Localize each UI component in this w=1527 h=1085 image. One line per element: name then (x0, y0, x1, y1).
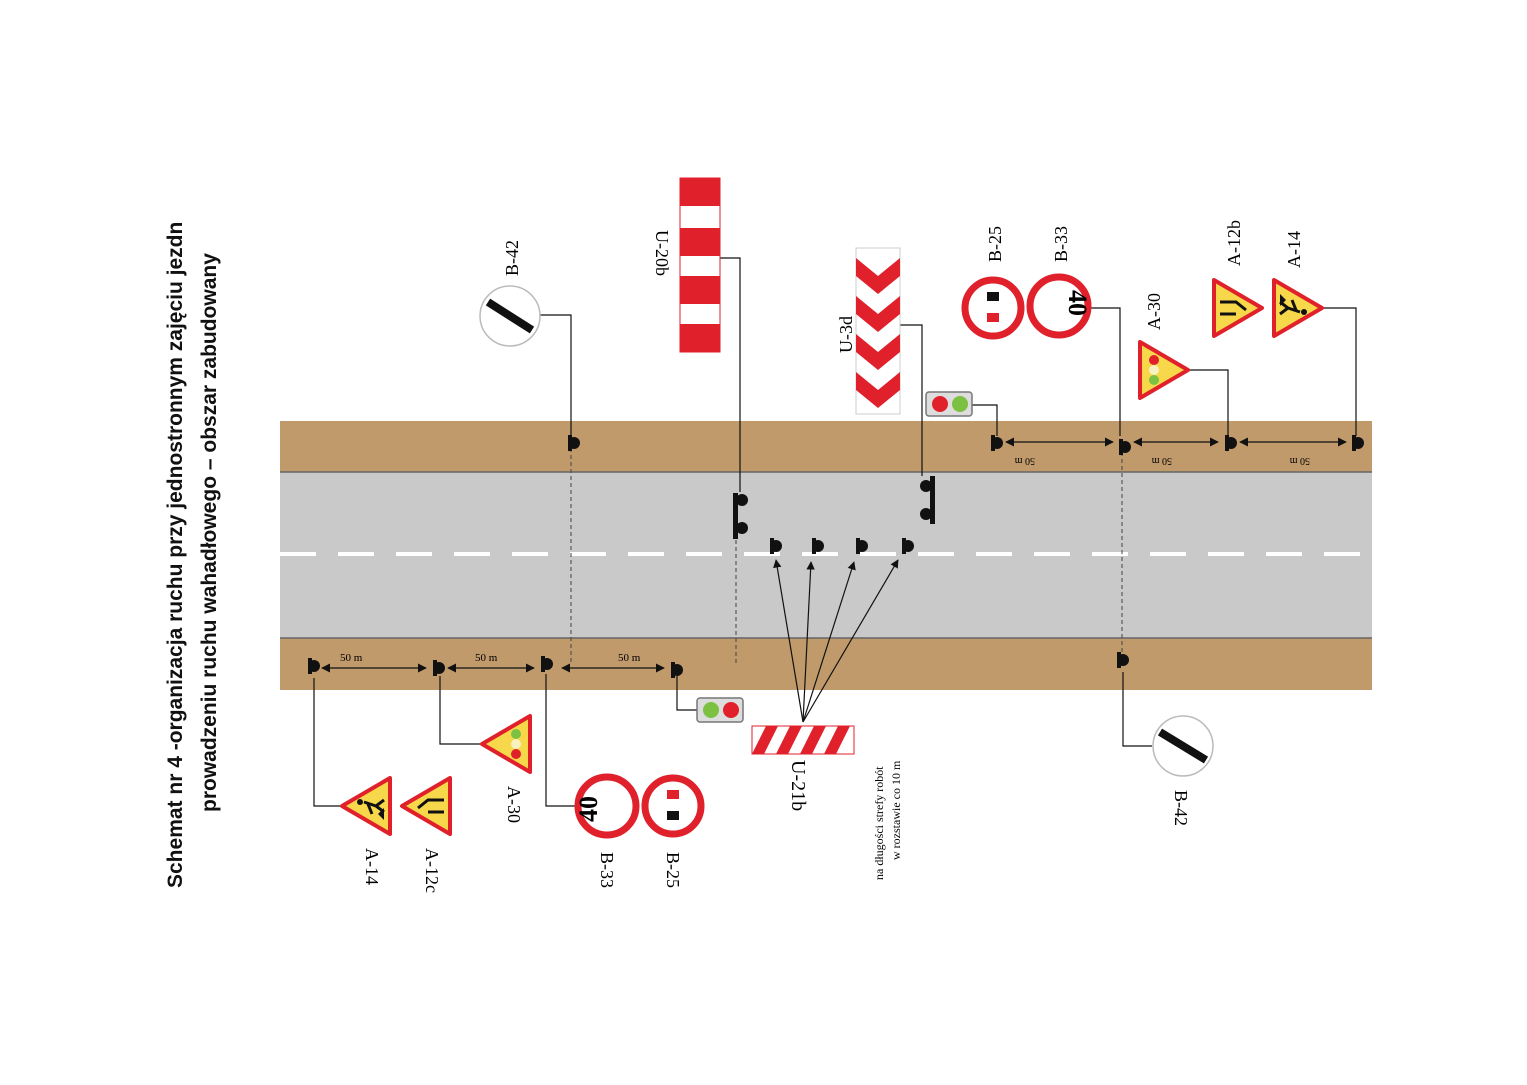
label-b25-top: B-25 (985, 226, 1005, 262)
label-u20b: U-20b (652, 230, 672, 276)
label-a12b: A-12b (1224, 220, 1244, 266)
label-a30-bottom: A-30 (504, 786, 524, 823)
traffic-light-bottom (676, 676, 744, 723)
label-b33-bottom: B-33 (597, 852, 617, 888)
sign-b25-top: B-25 (961, 226, 1025, 340)
traffic-light-top (925, 391, 998, 436)
sign-u3d: U-3d (836, 247, 923, 476)
sign-a14-top: A-14 (1272, 231, 1357, 436)
b25-no-overtaking-icon (961, 276, 1025, 340)
sign-b33-top: 40 B-33 (1026, 226, 1121, 436)
sign-b33-bottom: 40 B-33 (545, 674, 640, 888)
label-a14-top: A-14 (1284, 231, 1304, 268)
label-a14-bottom: A-14 (362, 848, 382, 885)
bottom-distances: 50 m 50 m 50 m (321, 652, 665, 673)
sign-b25-bottom: B-25 (641, 774, 705, 888)
label-b42-bottom: B-42 (1171, 790, 1191, 826)
sign-a30-top: A-30 (1138, 293, 1229, 436)
sign-a30-bottom: A-30 (439, 676, 532, 823)
note-line-1: na długości strefy robót (872, 766, 886, 880)
distance-bottom-2: 50 m (475, 652, 498, 664)
label-b33-top: B-33 (1051, 226, 1071, 262)
sign-a12c: A-12c (400, 776, 452, 893)
sign-u21b: U-21b (751, 725, 855, 811)
b42-end-of-prohibitions-icon (485, 298, 535, 334)
work-zone (733, 476, 935, 723)
road (280, 421, 1372, 690)
cone-spacing-note: na długości strefy robót w rozstawie co … (872, 760, 903, 880)
distance-top-1: 50 m (1015, 455, 1036, 466)
title-line-2: prowadzeniu ruchu wahadłowego – obszar z… (198, 253, 221, 812)
label-b42-top: B-42 (502, 240, 522, 276)
title-line-1: Schemat nr 4 -organizacja ruchu przy jed… (164, 221, 187, 888)
note-line-2: w rozstawie co 10 m (889, 760, 903, 860)
distance-top-3: 50 m (1290, 455, 1311, 466)
label-u3d: U-3d (836, 316, 856, 353)
sign-b42-bottom: B-42 (1122, 672, 1214, 826)
sign-u20b: U-20b (652, 177, 741, 492)
top-shoulder (280, 421, 1372, 473)
distance-bottom-1: 50 m (340, 652, 363, 664)
sign-a14-bottom: A-14 (313, 678, 392, 885)
sign-b42-top: B-42 (479, 240, 572, 440)
speed-value-top: 40 (1063, 290, 1092, 316)
label-b25-bottom: B-25 (663, 852, 683, 888)
speed-value-bottom: 40 (574, 796, 603, 822)
b33-speed-limit-icon (1026, 273, 1092, 339)
label-a30-top: A-30 (1144, 293, 1164, 330)
distance-top-2: 50 m (1152, 455, 1173, 466)
distance-bottom-3: 50 m (618, 652, 641, 664)
u20b-barrier-icon (679, 177, 721, 353)
sign-a12b: A-12b (1212, 220, 1264, 338)
top-distances: 50 m 50 m 50 m (1005, 437, 1347, 466)
label-u21b: U-21b (787, 760, 809, 811)
label-a12c: A-12c (422, 848, 442, 893)
